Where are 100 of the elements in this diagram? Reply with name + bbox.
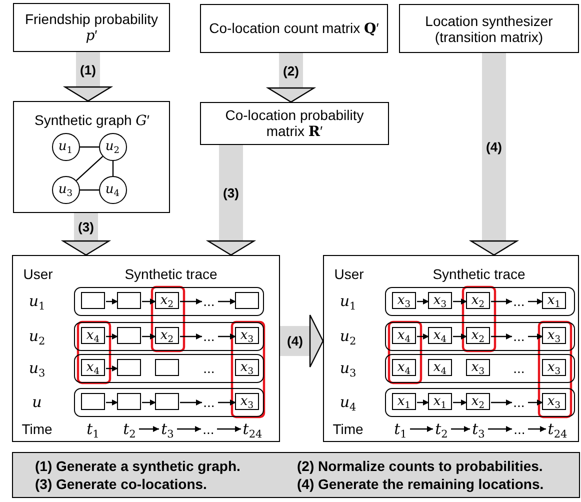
- process-box: Co-location count matrix Q′: [200, 4, 388, 53]
- note-text: (1) Generate a synthetic graph.: [35, 458, 240, 474]
- location-cell: x$_{3}$: [542, 359, 566, 376]
- note-text: (3) Generate co-locations.: [35, 476, 207, 492]
- edge-label: (4): [286, 334, 304, 348]
- time-step: t$_{2}$: [432, 420, 450, 438]
- location-cell: x$_{3}$: [392, 292, 416, 309]
- ellipsis: ...: [511, 327, 527, 344]
- user-node-circle: u$_{1}$: [52, 132, 80, 160]
- edge-label: (1): [79, 62, 97, 77]
- user-label: u$_{3}$: [340, 359, 356, 377]
- note-text: (2) Normalize counts to probabilities.: [297, 458, 543, 474]
- connector-line: [112, 161, 114, 176]
- arrow: [417, 334, 429, 340]
- time-step: t$_{24}$: [240, 420, 264, 438]
- location-cell: [117, 292, 141, 309]
- arrow: [528, 400, 543, 406]
- row-header: Time: [332, 421, 364, 437]
- connector-line: [80, 146, 99, 148]
- block-arrow: [470, 53, 518, 256]
- user-label: u$_{3}$: [28, 359, 46, 377]
- location-cell: x$_{3}$: [235, 393, 259, 410]
- process-box: Friendship probability p′: [13, 3, 170, 52]
- trace-panel: [12, 255, 280, 442]
- location-cell: x$_{2}$: [466, 327, 490, 344]
- arrow: [139, 426, 159, 432]
- trace-row: [74, 286, 264, 316]
- location-cell: [117, 359, 141, 376]
- location-cell: [155, 393, 179, 410]
- edge-label: (2): [282, 63, 300, 78]
- location-cell: x$_{3}$: [235, 327, 259, 344]
- ellipsis: ...: [201, 327, 217, 344]
- time-step: t$_{3}$: [470, 420, 488, 438]
- location-cell: x$_{2}$: [155, 292, 179, 309]
- location-cell: x$_{2}$: [466, 292, 490, 309]
- user-label: u$_{1}$: [340, 292, 356, 310]
- process-box: Co-location probability matrix R′: [200, 102, 389, 145]
- trace-row: [384, 286, 574, 316]
- arrow: [106, 334, 118, 340]
- trace-panel: [323, 255, 579, 442]
- location-cell: [117, 393, 141, 410]
- user-node-circle: u$_{4}$: [98, 176, 126, 204]
- arrow: [528, 298, 543, 304]
- user-node-circle: u$_{3}$: [52, 176, 80, 204]
- ellipsis: ...: [201, 292, 217, 309]
- trace-row: [74, 354, 264, 382]
- location-cell: x$_{3}$: [542, 327, 566, 344]
- arrow: [491, 298, 512, 304]
- arrow: [177, 426, 201, 432]
- ellipsis: ...: [201, 359, 217, 376]
- ellipsis: ...: [512, 420, 528, 438]
- location-cell: x$_{3}$: [466, 359, 490, 376]
- user-label: u$_{4}$: [340, 393, 356, 411]
- user-label: u$_{2}$: [28, 327, 46, 345]
- time-step: t$_{1}$: [392, 420, 410, 438]
- ellipsis: ...: [511, 393, 527, 410]
- location-cell: x$_{2}$: [466, 393, 490, 410]
- ellipsis: ...: [511, 359, 527, 376]
- edge-label: (3): [222, 186, 240, 200]
- user-label: u: [32, 393, 42, 411]
- location-cell: x$_{3}$: [428, 292, 452, 309]
- arrow: [142, 334, 156, 340]
- trace-row: [384, 388, 574, 416]
- arrow: [528, 334, 543, 340]
- trace-row: [74, 388, 264, 416]
- arrow: [180, 298, 202, 304]
- row-header: Time: [22, 421, 52, 437]
- location-cell: x$_{1}$: [542, 292, 566, 309]
- user-label: u$_{2}$: [340, 327, 356, 345]
- location-cell: x$_{4}$: [81, 327, 105, 344]
- arrow: [218, 334, 236, 340]
- arrow: [180, 334, 202, 340]
- location-cell: x$_{4}$: [392, 359, 416, 376]
- column-header: Synthetic trace: [432, 266, 526, 282]
- location-cell: [155, 359, 179, 376]
- edge-label: (4): [485, 140, 503, 154]
- connector-line: [76, 156, 104, 181]
- location-cell: [81, 292, 105, 309]
- time-step: t$_{24}$: [546, 420, 570, 438]
- connector-line: [80, 189, 99, 191]
- arrow: [218, 400, 236, 406]
- location-cell: x$_{4}$: [392, 327, 416, 344]
- block-arrow: [62, 213, 110, 256]
- arrow: [451, 426, 470, 432]
- ellipsis: ...: [200, 420, 216, 438]
- edge-label: (3): [77, 220, 95, 234]
- arrow: [106, 400, 118, 406]
- location-cell: x$_{1}$: [428, 393, 452, 410]
- arrow: [491, 334, 512, 340]
- location-cell: [117, 327, 141, 344]
- panel-title: Synthetic graph G′: [34, 112, 150, 129]
- user-node-circle: u$_{2}$: [98, 132, 126, 160]
- block-arrow: [64, 52, 112, 102]
- arrow: [453, 400, 467, 406]
- location-cell: [81, 393, 105, 410]
- block-arrow: [267, 53, 315, 103]
- trace-row: [384, 322, 574, 350]
- arrow: [417, 400, 429, 406]
- process-box: Location synthesizer (transition matrix): [399, 4, 579, 53]
- arrow: [528, 426, 546, 432]
